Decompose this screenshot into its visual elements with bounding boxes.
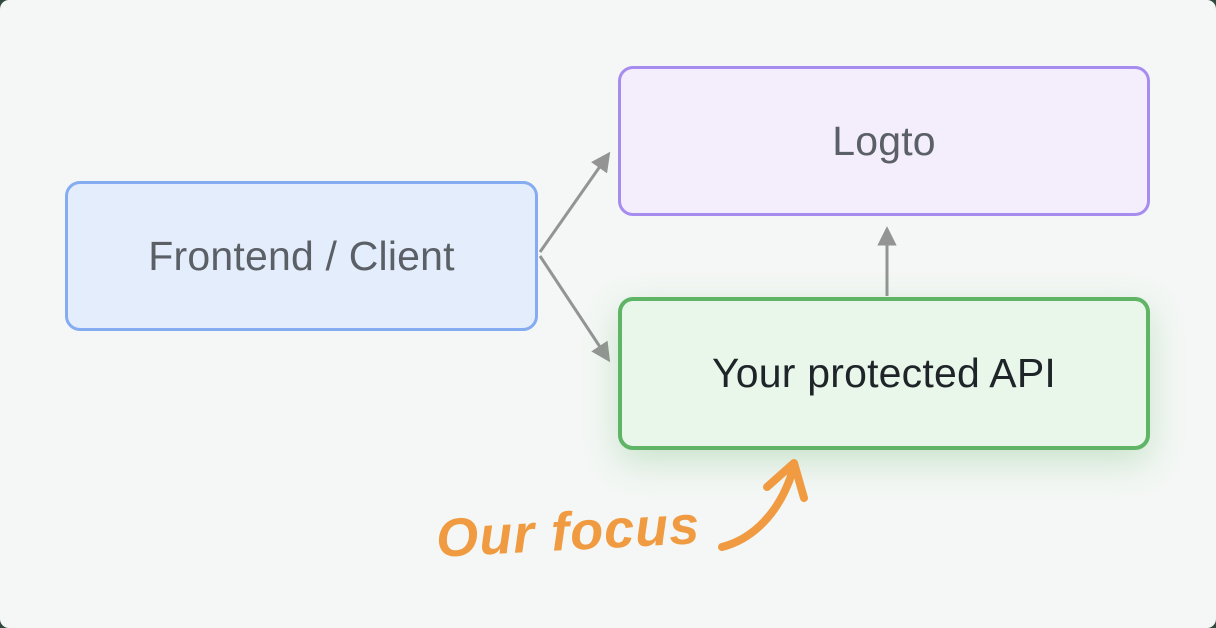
node-your-protected-api-label: Your protected API	[712, 350, 1056, 396]
node-your-protected-api: Your protected API	[618, 297, 1150, 450]
node-frontend-client-label: Frontend / Client	[148, 232, 455, 279]
node-logto: Logto	[618, 66, 1150, 216]
our-focus-arrowhead	[763, 459, 808, 502]
node-frontend-client: Frontend / Client	[65, 181, 538, 331]
edge-frontend-to-api	[538, 255, 611, 363]
node-logto-label: Logto	[832, 117, 936, 164]
our-focus-annotation: Our focus	[434, 495, 702, 569]
edge-frontend-to-logto	[538, 151, 611, 253]
